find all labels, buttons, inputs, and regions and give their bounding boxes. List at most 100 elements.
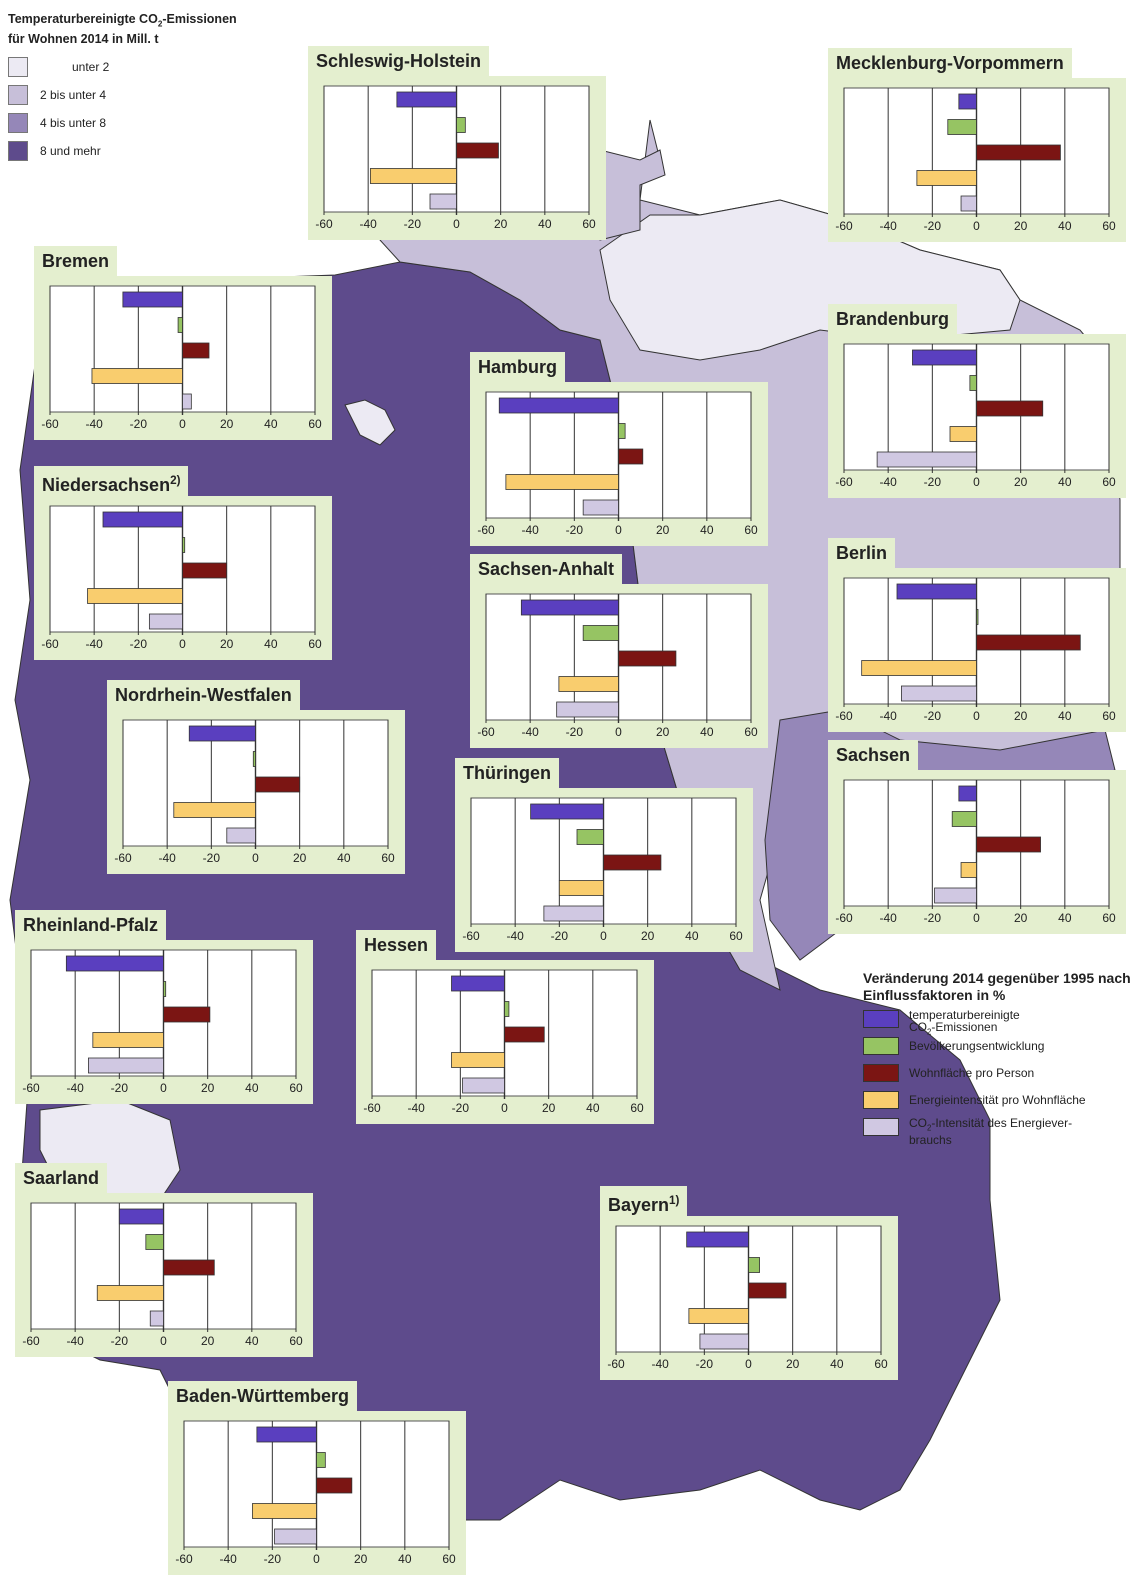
- bar-co2-intensity: [149, 1310, 164, 1327]
- legend-factor-swatch: [863, 1118, 899, 1136]
- bar-floorspace: [603, 854, 662, 871]
- bar-energy-intensity: [688, 1308, 749, 1324]
- bar-energy-intensity: [92, 1032, 164, 1048]
- x-tick-label: -40: [219, 1552, 237, 1566]
- legend-factor-swatch: [863, 1010, 899, 1028]
- x-tick-label: -20: [924, 911, 942, 925]
- bar-energy-intensity: [558, 880, 604, 896]
- x-tick-label: -60: [114, 851, 132, 865]
- x-tick-label: -60: [607, 1357, 625, 1371]
- x-tick-label: 0: [973, 911, 980, 925]
- chart-title: Sachsen-Anhalt: [470, 554, 623, 584]
- bar-population: [951, 811, 977, 827]
- bar-population: [316, 1452, 326, 1468]
- x-tick-label: 20: [786, 1357, 800, 1371]
- x-tick-label: 40: [685, 929, 699, 943]
- x-tick-label: -20: [203, 851, 221, 865]
- x-tick-label: -60: [835, 475, 853, 489]
- legend-class-row: 2 bis unter 4: [8, 81, 237, 109]
- x-tick-label: 60: [308, 637, 322, 651]
- bar-population: [976, 609, 979, 625]
- x-tick-label: 40: [1058, 709, 1072, 723]
- x-tick-label: 0: [973, 475, 980, 489]
- x-tick-label: 20: [1014, 219, 1028, 233]
- bar-population: [947, 119, 977, 135]
- legend-title-sub: 2: [157, 19, 163, 29]
- bar-energy-intensity: [96, 1285, 164, 1301]
- x-tick-label: 20: [1014, 709, 1028, 723]
- x-tick-label: -40: [66, 1081, 84, 1095]
- x-tick-label: 0: [160, 1334, 167, 1348]
- legend-class-row: unter 2: [8, 53, 237, 81]
- x-tick-label: 60: [289, 1081, 303, 1095]
- x-tick-label: 20: [1014, 911, 1028, 925]
- x-tick-label: -60: [41, 637, 59, 651]
- x-tick-label: 0: [745, 1357, 752, 1371]
- x-tick-label: 40: [1058, 911, 1072, 925]
- bar-population: [576, 829, 604, 845]
- x-tick-label: 20: [220, 637, 234, 651]
- x-tick-label: -60: [835, 219, 853, 233]
- x-tick-label: -40: [879, 709, 897, 723]
- x-tick-label: 40: [538, 217, 552, 231]
- x-tick-label: -40: [879, 911, 897, 925]
- bar-emissions: [451, 975, 505, 992]
- legend-factor-label: Wohnfläche pro Person: [909, 1066, 1035, 1080]
- legend-swatch: [8, 84, 28, 105]
- x-tick-label: -20: [130, 637, 148, 651]
- x-tick-label: -60: [462, 929, 480, 943]
- x-tick-label: 0: [615, 523, 622, 537]
- legend-emissions-title: Temperaturbereinigte CO2-Emissionen für …: [8, 12, 237, 47]
- bar-population: [618, 423, 626, 439]
- chart-title: Nordrhein-Westfalen: [107, 680, 300, 710]
- bar-emissions: [958, 785, 977, 802]
- bar-emissions: [256, 1426, 317, 1443]
- legend-title-part2: -Emissionen: [162, 12, 237, 26]
- x-tick-label: 40: [700, 725, 714, 739]
- x-tick-label: 60: [1102, 475, 1116, 489]
- x-tick-label: -40: [506, 929, 524, 943]
- x-tick-label: -40: [407, 1101, 425, 1115]
- x-tick-label: -20: [111, 1334, 129, 1348]
- x-tick-label: 40: [830, 1357, 844, 1371]
- chart-title: Thüringen: [455, 758, 559, 788]
- bar-energy-intensity: [558, 676, 619, 692]
- bar-population: [182, 537, 186, 553]
- x-tick-label: 40: [337, 851, 351, 865]
- bar-co2-intensity: [543, 905, 604, 922]
- bar-population: [504, 1001, 510, 1017]
- legend-factor-row: Energieintensität pro Wohnfläche: [863, 1090, 1138, 1117]
- bar-floorspace: [316, 1477, 353, 1494]
- x-tick-label: 0: [160, 1081, 167, 1095]
- x-tick-label: 20: [656, 523, 670, 537]
- x-tick-label: -20: [924, 475, 942, 489]
- bar-emissions: [686, 1231, 749, 1248]
- bar-emissions: [396, 91, 457, 108]
- chart-title: Mecklenburg-Vorpommern: [828, 48, 1072, 78]
- x-tick-label: -40: [85, 637, 103, 651]
- x-tick-label: 60: [582, 217, 596, 231]
- x-tick-label: 60: [308, 417, 322, 431]
- chart-title: Berlin: [828, 538, 896, 568]
- legend-factor-swatch: [863, 1091, 899, 1109]
- bar-floorspace: [976, 144, 1061, 161]
- chart-title: Brandenburg: [828, 304, 958, 334]
- legend-class-row: 8 und mehr: [8, 137, 237, 165]
- legend-factor-swatch: [863, 1037, 899, 1055]
- bar-floorspace: [182, 342, 210, 359]
- chart-title: Sachsen: [828, 740, 919, 770]
- legend-title-line2: für Wohnen 2014 in Mill. t: [8, 31, 159, 46]
- x-tick-label: 0: [179, 637, 186, 651]
